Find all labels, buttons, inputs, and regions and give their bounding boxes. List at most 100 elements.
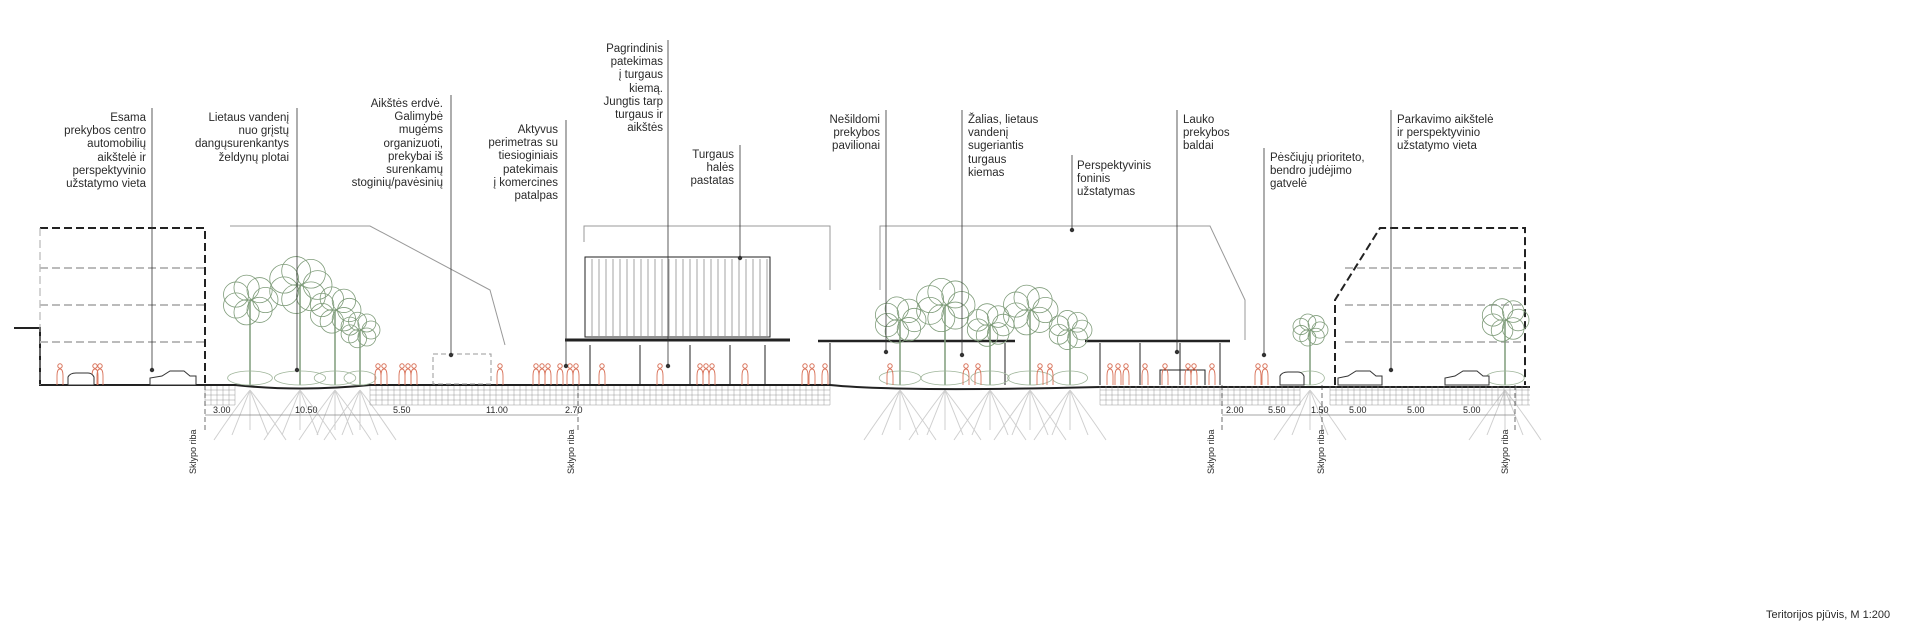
tree-canopy xyxy=(1292,325,1310,343)
annotation-shared-street: Pėsčiųjų prioriteto, bendro judėjimo gat… xyxy=(1270,152,1365,191)
tree-canopy xyxy=(319,309,344,334)
pavilions xyxy=(818,339,1230,385)
tree-root xyxy=(944,389,982,441)
dimension-label: 3.00 xyxy=(213,405,231,415)
tree-canopy xyxy=(1057,310,1078,331)
person-body xyxy=(962,368,970,385)
tree-canopy xyxy=(1490,298,1514,321)
tree-canopy xyxy=(331,288,357,313)
shrub xyxy=(343,370,377,386)
dimension-label: 1.50 xyxy=(1311,405,1329,415)
tree-root xyxy=(359,389,379,436)
market-hall xyxy=(565,256,790,385)
annotation-market-hall: Turgaus halės pastatas xyxy=(690,149,734,188)
person-body xyxy=(566,368,574,385)
person-head xyxy=(573,363,579,369)
tree-canopy xyxy=(1057,329,1078,350)
person-head xyxy=(599,363,605,369)
tree-root xyxy=(334,389,354,436)
tree-root xyxy=(1504,389,1542,441)
person-body xyxy=(538,368,546,385)
annotation-existing-parking: Esama prekybos centro automobilių aikšte… xyxy=(64,112,146,191)
tree-canopy xyxy=(896,317,922,342)
tree-root xyxy=(1273,389,1311,441)
tree-canopy xyxy=(357,327,377,347)
person-head xyxy=(1115,363,1121,369)
tree-canopy xyxy=(884,319,909,344)
tree-root xyxy=(334,389,372,441)
tree-root xyxy=(231,389,251,436)
tree-canopy xyxy=(1481,304,1505,327)
tree-root xyxy=(249,389,269,436)
tree-root xyxy=(989,389,1027,441)
tree-canopy xyxy=(1071,319,1093,341)
person-head xyxy=(497,363,503,369)
tree-root xyxy=(1309,389,1329,436)
tree-root xyxy=(1069,389,1089,436)
site-boundary-label: Sklypo riba xyxy=(1500,429,1510,474)
tree-root xyxy=(249,389,287,441)
tree-canopy xyxy=(348,329,367,349)
tree-canopy xyxy=(246,296,273,323)
tree-root xyxy=(1029,389,1049,436)
tree-canopy xyxy=(1026,287,1053,314)
tree-canopy xyxy=(348,311,367,331)
person-body xyxy=(556,368,564,385)
tree-canopy xyxy=(281,256,311,286)
shrub xyxy=(1052,370,1089,386)
tree-root xyxy=(953,389,991,441)
person-head xyxy=(697,363,703,369)
person-body xyxy=(1141,368,1149,385)
person-head xyxy=(1185,363,1191,369)
person-body xyxy=(1122,368,1130,385)
tree-canopy xyxy=(1299,329,1317,347)
shrub xyxy=(227,370,273,386)
site-boundary-label: Sklypo riba xyxy=(566,429,576,474)
person-body xyxy=(1254,368,1262,385)
tree-canopy xyxy=(1502,300,1525,323)
annotation-rain-gardens: Lietaus vandenį nuo grįstų dangųsurenkan… xyxy=(195,112,289,164)
trees xyxy=(223,256,1530,386)
prospective-building-outline xyxy=(1334,227,1526,385)
tree-canopy xyxy=(1506,308,1530,332)
tree-root xyxy=(1051,389,1071,436)
person-body xyxy=(410,368,418,385)
annotation-square: Aikštės erdvė. Galimybė mugėms organizuo… xyxy=(351,98,443,190)
leader-dot xyxy=(563,363,569,369)
tree-canopy xyxy=(1067,311,1088,333)
leader-lines xyxy=(149,40,1394,373)
person-body xyxy=(702,368,710,385)
person-head xyxy=(545,363,551,369)
tree-root xyxy=(944,389,964,436)
tree-root xyxy=(993,389,1031,441)
tree-root xyxy=(213,389,251,441)
tree-root xyxy=(1486,389,1506,436)
tree-canopy xyxy=(941,301,970,330)
tree-root xyxy=(1011,389,1031,436)
tree-root xyxy=(1504,389,1524,436)
shrub xyxy=(273,370,326,386)
person-body xyxy=(1190,368,1198,385)
person-body xyxy=(1046,368,1054,385)
person-body xyxy=(380,368,388,385)
person-head xyxy=(963,363,969,369)
person-head xyxy=(399,363,405,369)
tree-root xyxy=(263,389,301,441)
tree-canopy xyxy=(947,291,976,319)
person-head xyxy=(1255,363,1261,369)
tree-root xyxy=(926,389,946,436)
person-body xyxy=(1261,368,1269,385)
tree-root xyxy=(299,389,319,436)
site-boundary-label: Sklypo riba xyxy=(188,429,198,474)
person-head xyxy=(533,363,539,369)
dimension-label: 2.70 xyxy=(565,405,583,415)
tree-canopy xyxy=(361,320,381,340)
dimension-label: 5.00 xyxy=(1349,405,1367,415)
leader-dot xyxy=(737,255,743,261)
annotation-outdoor-furniture: Lauko prekybos baldai xyxy=(1183,114,1230,153)
people xyxy=(56,363,1269,385)
leader-dot xyxy=(149,367,155,373)
dimension-label: 5.50 xyxy=(393,405,411,415)
leader-dot xyxy=(665,363,671,369)
